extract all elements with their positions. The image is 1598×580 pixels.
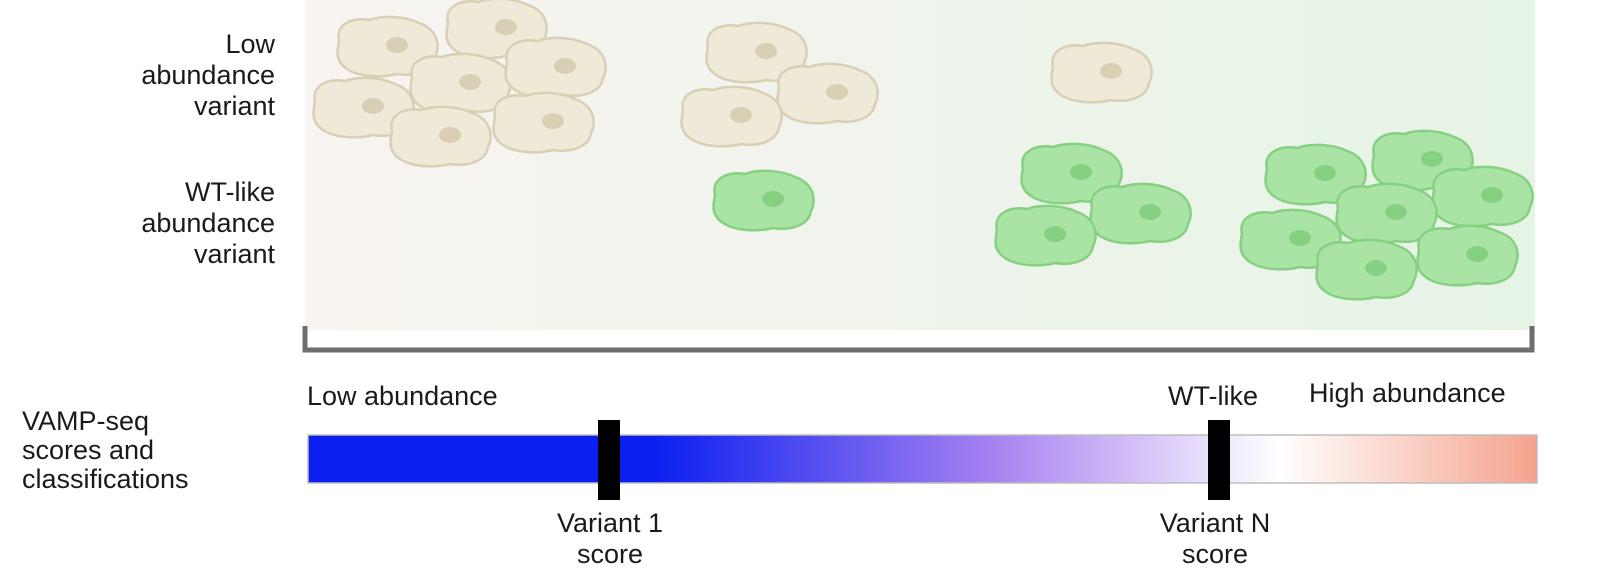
- cell-nucleus: [439, 127, 461, 143]
- marker-label-line: Variant N: [1159, 508, 1271, 538]
- cell: [1089, 182, 1192, 245]
- scale-row-label: VAMP-seq scores and classifications: [22, 407, 189, 494]
- variant-n-score-label: Variant N score: [1125, 508, 1305, 570]
- cell: [336, 15, 439, 78]
- marker-label-line: score: [576, 539, 644, 569]
- variant-1-score-label: Variant 1 score: [520, 508, 700, 570]
- cell-nucleus: [459, 74, 481, 90]
- cell: [445, 0, 548, 60]
- row-label-line: Low: [225, 29, 275, 59]
- scale-label-line: scores and: [22, 435, 155, 465]
- cell-nucleus: [1481, 187, 1503, 203]
- cell: [1431, 165, 1534, 228]
- row-label-line: abundance: [141, 208, 275, 238]
- wt-like-cell-group: [712, 129, 1534, 301]
- cell: [1371, 129, 1474, 192]
- scale-label-line: classifications: [22, 464, 189, 494]
- cell: [1315, 238, 1418, 301]
- variant-n-score-marker: [1208, 420, 1230, 500]
- cell-nucleus: [755, 43, 777, 59]
- low-abundance-cell-group: [312, 0, 1153, 168]
- cell-nucleus: [1070, 164, 1092, 180]
- row-label-line: WT-like: [185, 177, 275, 207]
- marker-label-line: score: [1181, 539, 1249, 569]
- cell-nucleus: [1314, 165, 1336, 181]
- cell: [712, 169, 815, 232]
- cell-nucleus: [1100, 63, 1122, 79]
- cell: [492, 91, 595, 154]
- wt-like-class-label: WT-like: [1168, 381, 1258, 411]
- cell: [705, 21, 808, 84]
- cell: [776, 62, 879, 125]
- cell: [1239, 208, 1342, 271]
- cell-nucleus: [1466, 246, 1488, 262]
- cell-nucleus: [1365, 260, 1387, 276]
- cell: [1335, 182, 1438, 245]
- cell-nucleus: [1421, 151, 1443, 167]
- variant-1-score-marker: [598, 420, 620, 500]
- cell-nucleus: [495, 19, 517, 35]
- cell: [504, 36, 607, 99]
- cell-nucleus: [730, 107, 752, 123]
- cell: [994, 204, 1097, 267]
- low-abundance-class-label: Low abundance: [307, 381, 498, 411]
- row-label-line: variant: [193, 239, 275, 269]
- cell-nucleus: [1044, 226, 1066, 242]
- row-label-line: abundance: [141, 60, 275, 90]
- cell: [389, 105, 492, 168]
- cell-nucleus: [386, 37, 408, 53]
- cell: [680, 85, 783, 148]
- cell: [1050, 41, 1153, 104]
- cell-nucleus: [762, 191, 784, 207]
- row-label-line: variant: [193, 91, 275, 121]
- cell-nucleus: [362, 98, 384, 114]
- cell-nucleus: [1289, 230, 1311, 246]
- cell: [1264, 143, 1367, 206]
- wt-like-row-label: WT-like abundance variant: [141, 177, 275, 270]
- scale-label-line: VAMP-seq: [22, 406, 150, 436]
- panel-bracket: [302, 326, 1535, 353]
- cell-nucleus: [554, 58, 576, 74]
- cell: [312, 76, 415, 139]
- marker-label-line: Variant 1: [556, 508, 664, 538]
- low-abundance-row-label: Low abundance variant: [141, 29, 275, 122]
- high-abundance-class-label: High abundance: [1309, 378, 1506, 408]
- cell-nucleus: [542, 113, 564, 129]
- cell-nucleus: [1385, 204, 1407, 220]
- cell: [1416, 224, 1519, 287]
- cell-nucleus: [826, 84, 848, 100]
- cell-nucleus: [1139, 204, 1161, 220]
- cell: [409, 52, 512, 115]
- cell: [1020, 142, 1123, 205]
- score-gradient-bar: [307, 434, 1538, 484]
